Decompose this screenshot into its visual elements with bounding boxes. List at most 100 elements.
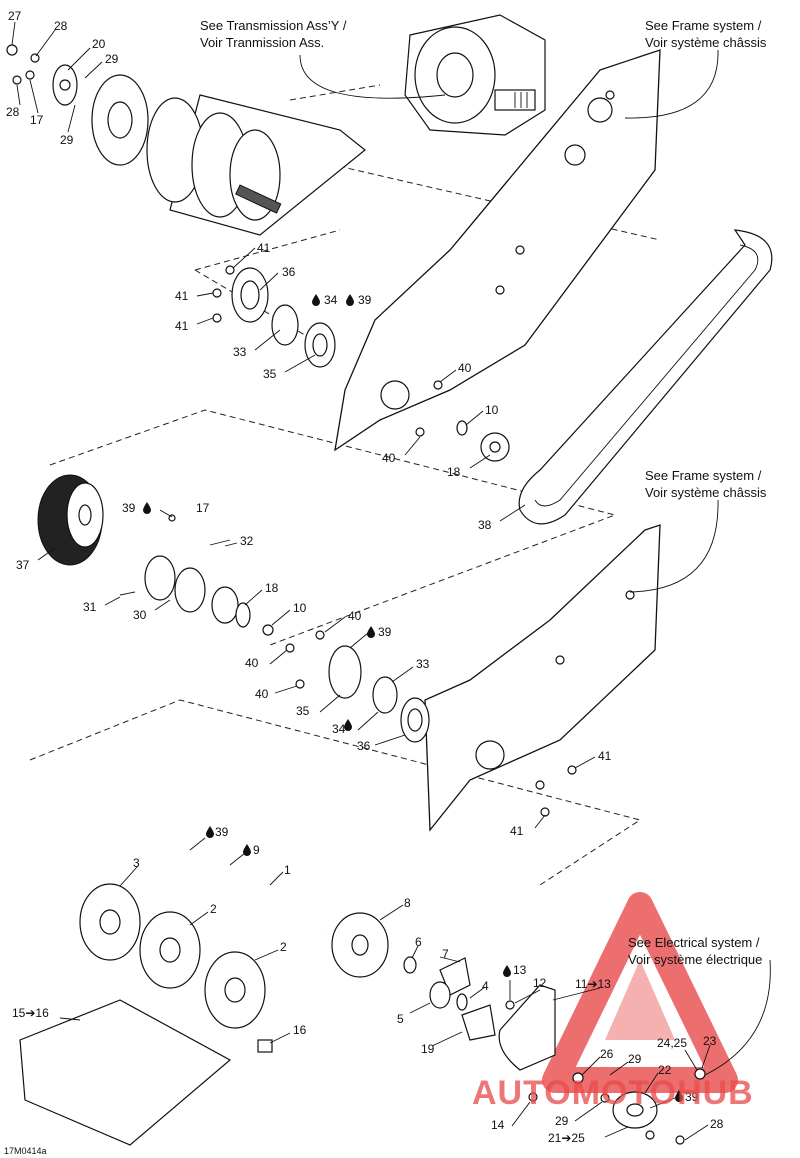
callout-9: 9 <box>253 843 260 857</box>
transmission-assembly <box>404 14 546 136</box>
callout-14: 14 <box>491 1118 505 1132</box>
oil-drop-icon <box>344 719 352 731</box>
oil-drop-icon <box>243 844 251 856</box>
callout-11-to-13: 11➔13 <box>575 977 611 991</box>
callout-36: 36 <box>357 739 371 753</box>
note-electrical-line1: See Electrical system / <box>628 935 760 950</box>
note-frame2-line2: Voir système châssis <box>645 485 767 500</box>
callout-30: 30 <box>133 608 147 622</box>
callout-21-to-25: 21➔25 <box>548 1131 585 1145</box>
callout-41: 41 <box>175 289 189 303</box>
note-frame1-line1: See Frame system / <box>645 18 762 33</box>
callout-10: 10 <box>485 403 499 417</box>
callout-8: 8 <box>404 896 411 910</box>
callout-numbers: 27 28 20 29 28 17 29 41 36 41 34 39 41 3… <box>6 9 724 1145</box>
callout-18: 18 <box>447 465 461 479</box>
upper-sprocket-assembly <box>415 380 510 462</box>
callout-20: 20 <box>92 37 106 51</box>
callout-33: 33 <box>416 657 430 671</box>
callout-40: 40 <box>255 687 269 701</box>
note-frame1-line2: Voir système châssis <box>645 35 767 50</box>
note-electrical-line2: Voir système électrique <box>628 952 762 967</box>
top-drive-axle-assembly <box>6 44 366 236</box>
callout-34: 34 <box>332 722 346 736</box>
drawing-code: 17M0414a <box>4 1146 47 1156</box>
callout-31: 31 <box>83 600 97 614</box>
lubricant-drop-icons <box>143 294 683 1102</box>
callout-17: 17 <box>30 113 44 127</box>
callout-41: 41 <box>257 241 271 255</box>
callout-40: 40 <box>348 609 362 623</box>
callout-19: 19 <box>421 1042 435 1056</box>
callout-28: 28 <box>54 19 68 33</box>
callout-28: 28 <box>6 105 20 119</box>
callout-37: 37 <box>16 558 30 572</box>
callout-15-to-16: 15➔16 <box>12 1006 49 1020</box>
callout-17: 17 <box>196 501 210 515</box>
lower-frame-plate <box>424 524 661 832</box>
callout-29: 29 <box>555 1114 569 1128</box>
callout-39: 39 <box>685 1090 699 1104</box>
callout-2: 2 <box>280 940 287 954</box>
drive-shaft-assembly <box>19 845 496 1146</box>
oil-drop-icon <box>346 294 354 306</box>
callout-36: 36 <box>282 265 296 279</box>
reference-notes: See Transmission Ass’Y / Voir Tranmissio… <box>200 18 767 967</box>
callout-41: 41 <box>598 749 612 763</box>
callout-34: 34 <box>324 293 338 307</box>
callout-41: 41 <box>510 824 524 838</box>
callout-5: 5 <box>397 1012 404 1026</box>
oil-drop-icon <box>312 294 320 306</box>
callout-leaders <box>11 21 711 1141</box>
callout-29: 29 <box>105 52 119 66</box>
callout-23: 23 <box>703 1034 717 1048</box>
callout-39: 39 <box>122 501 136 515</box>
drive-belt <box>518 229 773 525</box>
watermark-logo <box>542 892 738 1093</box>
note-frame2-line1: See Frame system / <box>645 468 762 483</box>
callout-39: 39 <box>215 825 229 839</box>
callout-3: 3 <box>133 856 140 870</box>
callout-16: 16 <box>293 1023 307 1037</box>
callout-32: 32 <box>240 534 254 548</box>
callout-29: 29 <box>60 133 74 147</box>
chaincase-cover-assembly <box>498 984 706 1145</box>
callout-13: 13 <box>513 963 527 977</box>
idler-wheel-assembly <box>37 474 577 817</box>
upper-bearing-set <box>212 265 336 368</box>
note-leaders <box>299 49 771 1076</box>
oil-drop-icon <box>367 626 375 638</box>
callout-40: 40 <box>458 361 472 375</box>
note-transmission-line1: See Transmission Ass’Y / <box>200 18 347 33</box>
callout-39: 39 <box>378 625 392 639</box>
callout-12: 12 <box>533 976 547 990</box>
oil-drop-icon <box>143 502 151 514</box>
callout-40: 40 <box>245 656 259 670</box>
oil-drop-icon <box>206 826 214 838</box>
callout-7: 7 <box>442 947 449 961</box>
callout-22: 22 <box>658 1063 672 1077</box>
note-transmission-line2: Voir Tranmission Ass. <box>200 35 324 50</box>
callout-41: 41 <box>175 319 189 333</box>
callout-26: 26 <box>600 1047 614 1061</box>
callout-27: 27 <box>8 9 22 23</box>
callout-1: 1 <box>284 863 291 877</box>
callout-2: 2 <box>210 902 217 916</box>
oil-drop-icon <box>503 965 511 977</box>
callout-40: 40 <box>382 451 396 465</box>
callout-33: 33 <box>233 345 247 359</box>
callout-39: 39 <box>358 293 372 307</box>
callout-24-25: 24,25 <box>657 1036 687 1050</box>
callout-4: 4 <box>482 979 489 993</box>
callout-29: 29 <box>628 1052 642 1066</box>
watermark-text: AUTOMOTOHUB <box>472 1074 754 1112</box>
callout-35: 35 <box>296 704 310 718</box>
callout-18: 18 <box>265 581 279 595</box>
upper-frame-plate <box>334 49 661 452</box>
callout-28: 28 <box>710 1117 724 1131</box>
callout-38: 38 <box>478 518 492 532</box>
callout-10: 10 <box>293 601 307 615</box>
callout-35: 35 <box>263 367 277 381</box>
oil-drop-icon <box>675 1090 683 1102</box>
